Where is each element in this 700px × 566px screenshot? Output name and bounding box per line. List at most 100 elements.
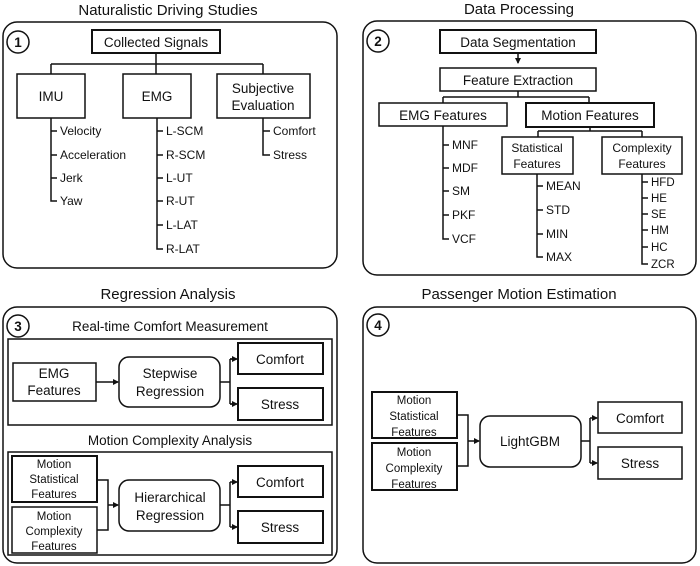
statistical-features-box (501, 136, 574, 175)
pme-input2-line: Features (391, 479, 437, 491)
pme-input2-line: Motion (397, 447, 432, 459)
motion-features-box (525, 102, 655, 128)
realtime-section-frame (7, 338, 333, 426)
complexity-label-2: Features (618, 157, 665, 171)
emg-item: L-UT (166, 171, 193, 185)
emg-item: L-LAT (166, 218, 198, 232)
pme-stress-box (597, 446, 683, 480)
panel2-frame (362, 20, 697, 276)
statistical-item: MIN (546, 227, 568, 241)
statistical-item: MEAN (546, 179, 581, 193)
pme-comfort-box (597, 401, 683, 434)
complexity-section-frame (7, 451, 333, 556)
rt-comfort-box (237, 342, 324, 375)
panel2-number: 2 (374, 34, 382, 49)
imu-label: IMU (39, 89, 64, 104)
pme-stress-label: Stress (621, 456, 660, 471)
hierarchical-regression-box (118, 479, 221, 532)
mca-stress-box (237, 510, 324, 544)
panel1-title: Naturalistic Driving Studies (78, 2, 257, 19)
feature-extraction-label: Feature Extraction (463, 73, 573, 88)
subjective-item: Comfort (273, 124, 316, 138)
panel1-number-badge: 1 (6, 30, 30, 54)
panel1-frame (2, 21, 338, 269)
rt-stress-label: Stress (261, 397, 300, 412)
complexity-item: HC (651, 242, 668, 254)
stepwise-regression-box (118, 356, 221, 408)
statistical-item: MAX (546, 250, 572, 264)
panel2-number-badge: 2 (366, 29, 390, 53)
panel-regression-analysis: Regression Analysis 3 Real-time Comfort … (2, 286, 338, 564)
panel-passenger-motion-estimation: Passenger Motion Estimation 4 Motion Sta… (362, 286, 697, 564)
mca-stress-label: Stress (261, 520, 300, 535)
panel2-title: Data Processing (464, 1, 574, 18)
subjective-label-2: Evaluation (231, 98, 294, 113)
panel4-title: Passenger Motion Estimation (421, 286, 616, 303)
stepwise-label-1: Stepwise (143, 366, 198, 381)
subjective-tree-line (262, 118, 270, 156)
rt-output-connector (220, 358, 236, 405)
emg-features-label: EMG Features (399, 108, 487, 123)
pme-input1-line: Motion (397, 395, 432, 407)
panel3-number-badge: 3 (6, 314, 30, 338)
statistical-label-1: Statistical (511, 141, 562, 155)
pme-input-connector (457, 414, 469, 467)
extraction-connector (442, 91, 590, 103)
panel-naturalistic-driving-studies: Naturalistic Driving Studies 1 Collected… (2, 2, 338, 269)
emg-feature-item: SM (452, 184, 470, 198)
number-circle-icon (6, 30, 30, 54)
number-circle-icon (6, 314, 30, 338)
mca-complexity-box (11, 506, 98, 554)
emg-item: R-SCM (166, 148, 205, 162)
mca-input-connector (97, 479, 109, 531)
pme-output-connector (581, 418, 591, 463)
panel4-number: 4 (374, 318, 382, 333)
mca-input1-line: Features (31, 489, 77, 501)
pme-complexity-box (371, 442, 458, 491)
rt-emg-features-box (12, 362, 97, 402)
imu-item: Jerk (60, 171, 84, 185)
mca-input2-line: Motion (37, 511, 72, 523)
panel3-number: 3 (14, 319, 22, 334)
complexity-item: HE (651, 193, 667, 205)
complexity-item: HFD (651, 177, 675, 189)
emg-feature-item: VCF (452, 232, 476, 246)
statistical-tree-line (536, 174, 543, 258)
mca-input1-line: Motion (37, 459, 72, 471)
motion-features-label: Motion Features (541, 108, 639, 123)
panel1-number: 1 (14, 35, 22, 50)
emg-item: R-LAT (166, 242, 200, 256)
mca-statistical-box (11, 455, 98, 503)
pme-comfort-label: Comfort (616, 411, 664, 426)
mca-input2-line: Features (31, 541, 77, 553)
motion-features-connector (537, 127, 643, 137)
imu-item: Acceleration (60, 148, 126, 162)
complexity-item: HM (651, 225, 669, 237)
number-circle-icon (366, 29, 390, 53)
panel4-frame (362, 306, 697, 564)
complexity-label-1: Complexity (612, 141, 671, 155)
panel-data-processing: Data Processing 2 Data Segmentation Feat… (362, 1, 697, 276)
imu-item: Velocity (60, 124, 101, 138)
imu-item: Yaw (60, 194, 83, 208)
emg-feature-item: MNF (452, 138, 478, 152)
rt-input-label-1: EMG (39, 366, 70, 381)
hierarchical-label-2: Regression (136, 508, 204, 523)
panel3-frame (2, 306, 338, 564)
number-circle-icon (366, 313, 390, 337)
collected-signals-label: Collected Signals (104, 35, 209, 50)
panel4-number-badge: 4 (366, 313, 390, 337)
emg-label: EMG (142, 89, 173, 104)
imu-tree-line (50, 118, 57, 202)
subjective-label-1: Subjective (232, 81, 294, 96)
mca-comfort-box (237, 465, 324, 498)
emg-tree-line (156, 118, 163, 250)
hierarchical-label-1: Hierarchical (134, 490, 205, 505)
subjective-item: Stress (273, 148, 307, 162)
realtime-heading: Real-time Comfort Measurement (72, 319, 268, 334)
mca-input1-line: Statistical (29, 474, 78, 486)
statistical-item: STD (546, 203, 570, 217)
rt-input-label-2: Features (27, 383, 81, 398)
mca-comfort-label: Comfort (256, 475, 304, 490)
